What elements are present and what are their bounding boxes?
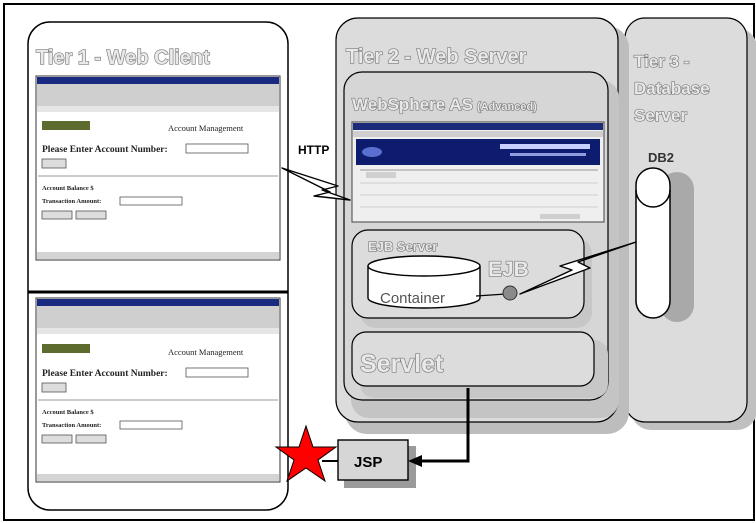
tier3-title: Tier 3 - Database Server [634, 52, 714, 125]
transaction-input-bottom[interactable] [119, 420, 183, 430]
tier1-panel: Tier 1 - Web Client Account Management P… [27, 21, 289, 511]
jsp-label: JSP [354, 454, 382, 471]
submit-button-top[interactable] [41, 158, 67, 169]
deposit-button-top[interactable] [41, 210, 73, 220]
db-lightning-icon [519, 241, 637, 295]
response-star-icon [274, 424, 338, 483]
container-ejb-connector [475, 293, 507, 297]
http-lightning-icon [281, 167, 351, 201]
db-cylinder-rim [635, 189, 671, 208]
tier1-title: Tier 1 - Web Client [36, 47, 210, 69]
tier2-title: Tier 2 - Web Server [346, 46, 527, 68]
account-number-input-bottom[interactable] [185, 367, 249, 378]
db2-label: DB2 [648, 150, 674, 165]
servlet-jsp-arrowhead [408, 455, 422, 467]
admin-console-screenshot [351, 121, 605, 223]
balance-label-bottom: Account Balance $ [42, 409, 94, 416]
ejb-dot [502, 285, 518, 301]
browser-window-bottom: Account Management Please Enter Account … [35, 297, 281, 483]
deposit-button-bottom[interactable] [41, 434, 73, 444]
http-label: HTTP [298, 143, 329, 157]
transaction-label-bottom: Transaction Amount: [42, 422, 101, 429]
container-label: Container [380, 290, 445, 307]
container-cylinder [367, 255, 481, 309]
jsp-box [337, 439, 409, 481]
browser-logo-bottom [42, 344, 90, 353]
browser-prompt-bottom: Please Enter Account Number: [42, 369, 168, 379]
browser-logo-top [42, 121, 90, 130]
withdraw-button-bottom[interactable] [75, 434, 107, 444]
browser-window-top: Account Management Please Enter Account … [35, 75, 281, 261]
db-cylinder [635, 167, 671, 319]
browser-heading-bottom: Account Management [168, 347, 244, 357]
transaction-label-top: Transaction Amount: [42, 198, 101, 205]
browser-heading-top: Account Management [168, 123, 244, 133]
submit-button-bottom[interactable] [41, 382, 67, 393]
balance-label-top: Account Balance $ [42, 185, 94, 192]
tier3-panel: Tier 3 - Database Server DB2 [624, 17, 756, 430]
ejb-label: EJB [488, 258, 529, 281]
transaction-input-top[interactable] [119, 196, 183, 206]
servlet-jsp-arrow [420, 388, 470, 463]
withdraw-button-top[interactable] [75, 210, 107, 220]
ejb-server-title: EJB Server [368, 239, 437, 254]
browser-prompt-top: Please Enter Account Number: [42, 145, 168, 155]
websphere-title: WebSphere AS(Advanced) [352, 95, 537, 114]
account-number-input-top[interactable] [185, 143, 249, 154]
tier2-panel: Tier 2 - Web Server WebSphere AS(Advance… [335, 17, 629, 434]
servlet-label: Servlet [360, 350, 444, 378]
servlet-box [351, 331, 595, 387]
